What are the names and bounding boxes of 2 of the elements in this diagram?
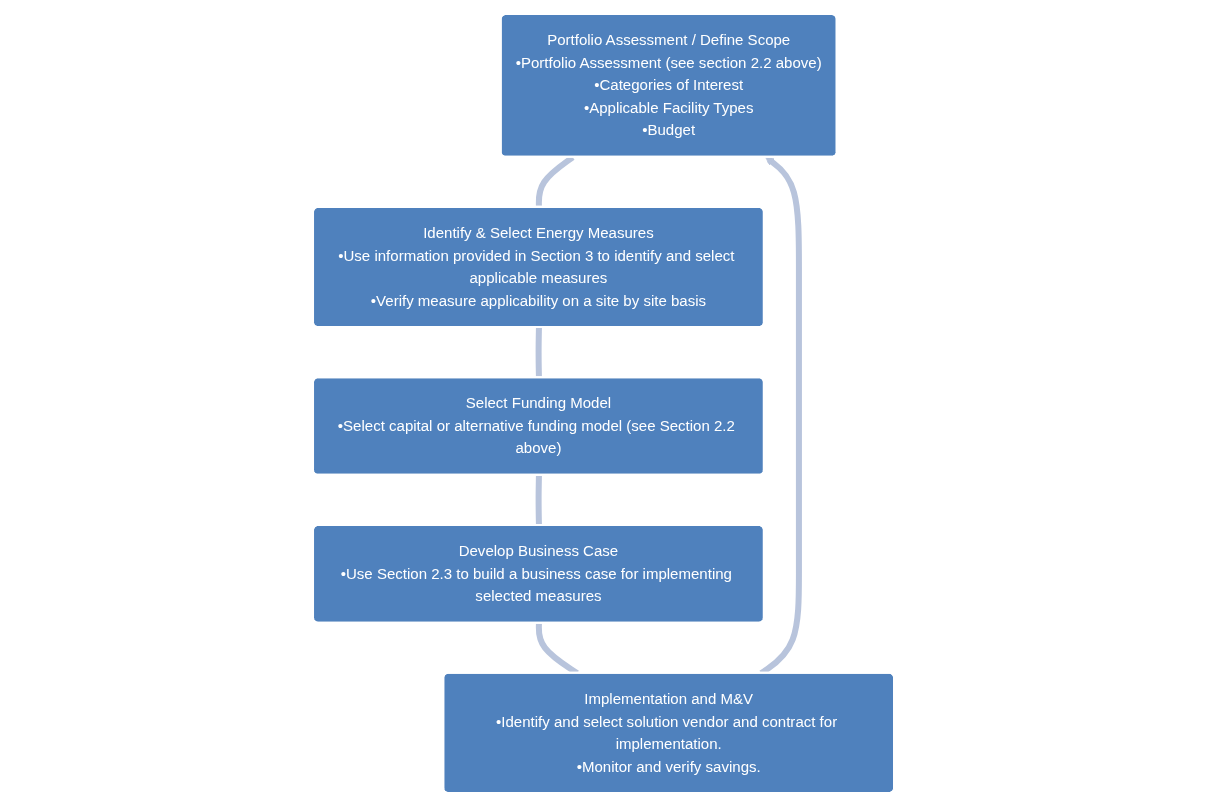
connector [535, 327, 542, 378]
connector [535, 475, 542, 526]
